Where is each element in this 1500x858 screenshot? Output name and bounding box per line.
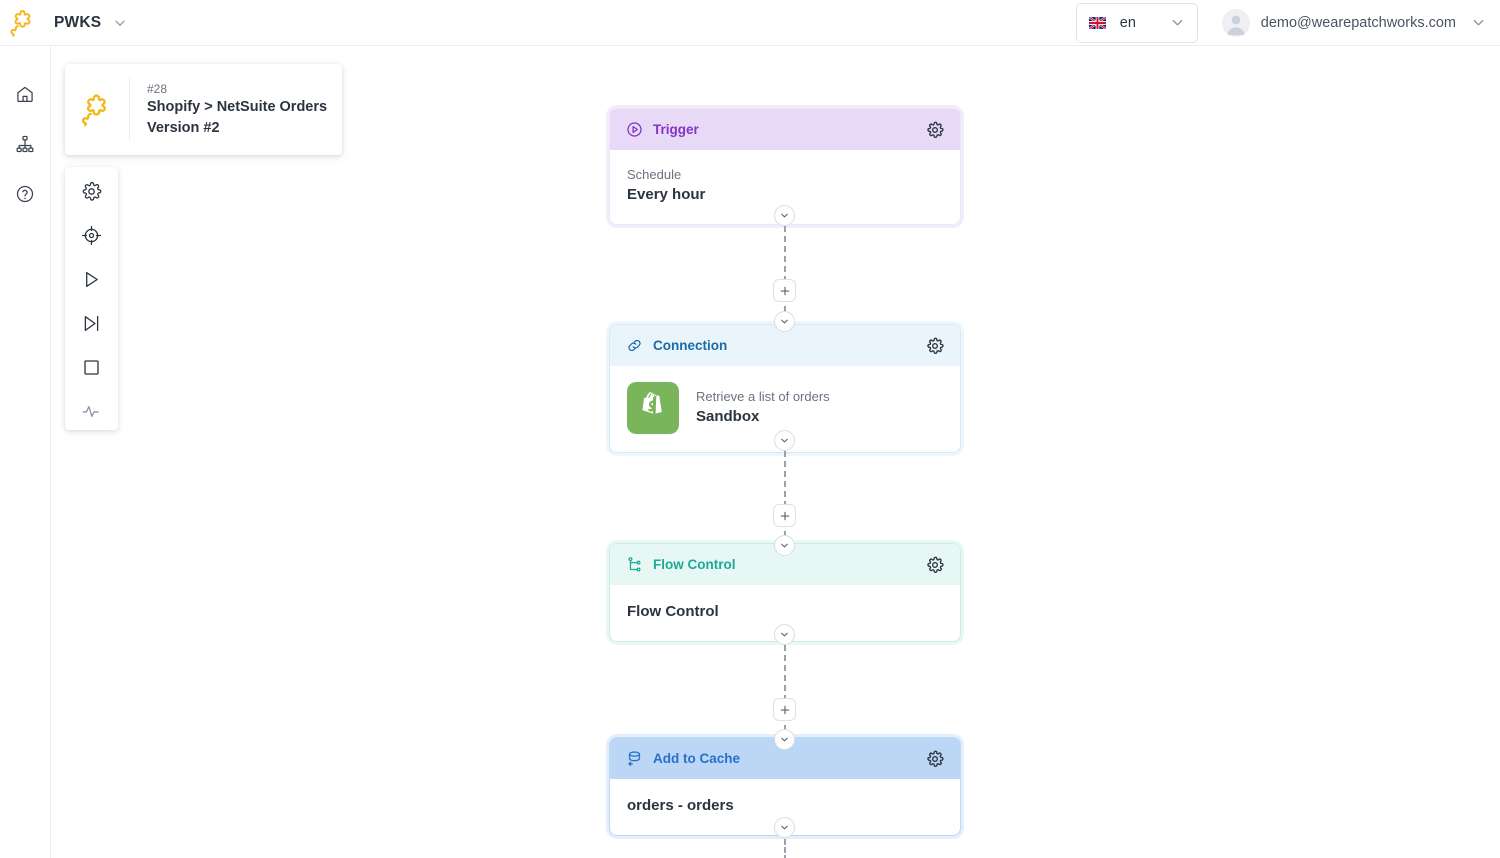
chevron-down-icon[interactable] xyxy=(1471,15,1486,30)
add-step-button[interactable] xyxy=(773,698,796,721)
user-avatar-icon xyxy=(1222,9,1250,37)
node-main-label: Every hour xyxy=(627,184,943,206)
node-header-label: Trigger xyxy=(653,122,699,137)
chevron-down-icon[interactable] xyxy=(113,16,127,30)
brand-area[interactable]: PWKS xyxy=(0,0,150,46)
sitemap-icon[interactable] xyxy=(13,132,37,156)
connection-text: Retrieve a list of orders Sandbox xyxy=(696,388,830,428)
chevron-down-icon[interactable] xyxy=(1170,15,1185,30)
shopify-logo xyxy=(627,382,679,434)
node-collapse-toggle[interactable] xyxy=(774,535,795,556)
language-code: en xyxy=(1120,15,1136,31)
brand-name: PWKS xyxy=(54,14,101,32)
link-icon xyxy=(626,337,643,354)
node-collapse-toggle[interactable] xyxy=(774,311,795,332)
flow-canvas[interactable]: Trigger Schedule Every hour Connection xyxy=(51,46,1500,858)
node-header-label: Connection xyxy=(653,338,727,353)
header-right-group: en demo@wearepatchworks.com xyxy=(1076,0,1500,46)
node-main-label: Flow Control xyxy=(627,601,943,623)
node-sub-label: Retrieve a list of orders xyxy=(696,388,830,406)
node-collapse-toggle[interactable] xyxy=(774,817,795,838)
node-header-label: Flow Control xyxy=(653,557,735,572)
gear-icon[interactable] xyxy=(926,337,944,355)
top-header-bar: PWKS en xyxy=(0,0,1500,46)
user-email: demo@wearepatchworks.com xyxy=(1261,15,1456,31)
node-main-label: Sandbox xyxy=(696,406,830,428)
node-collapse-toggle[interactable] xyxy=(774,205,795,226)
play-circle-icon xyxy=(626,121,643,138)
add-step-button[interactable] xyxy=(773,504,796,527)
gear-icon[interactable] xyxy=(926,556,944,574)
node-collapse-toggle[interactable] xyxy=(774,729,795,750)
node-header: Trigger xyxy=(610,109,960,150)
uk-flag-icon xyxy=(1089,17,1106,29)
node-collapse-toggle[interactable] xyxy=(774,624,795,645)
language-selector[interactable]: en xyxy=(1076,3,1198,43)
database-add-icon xyxy=(626,750,643,767)
question-circle-icon[interactable] xyxy=(13,182,37,206)
left-nav-rail xyxy=(0,46,51,858)
connector-line xyxy=(784,839,786,858)
gear-icon[interactable] xyxy=(926,750,944,768)
node-collapse-toggle[interactable] xyxy=(774,430,795,451)
patchworks-puzzle-logo xyxy=(8,8,38,38)
gear-icon[interactable] xyxy=(926,121,944,139)
node-header-label: Add to Cache xyxy=(653,751,740,766)
user-menu[interactable]: demo@wearepatchworks.com xyxy=(1222,9,1486,37)
home-icon[interactable] xyxy=(13,82,37,106)
node-sub-label: Schedule xyxy=(627,166,943,184)
branch-icon xyxy=(626,556,643,573)
node-main-label: orders - orders xyxy=(627,795,943,817)
add-step-button[interactable] xyxy=(773,279,796,302)
